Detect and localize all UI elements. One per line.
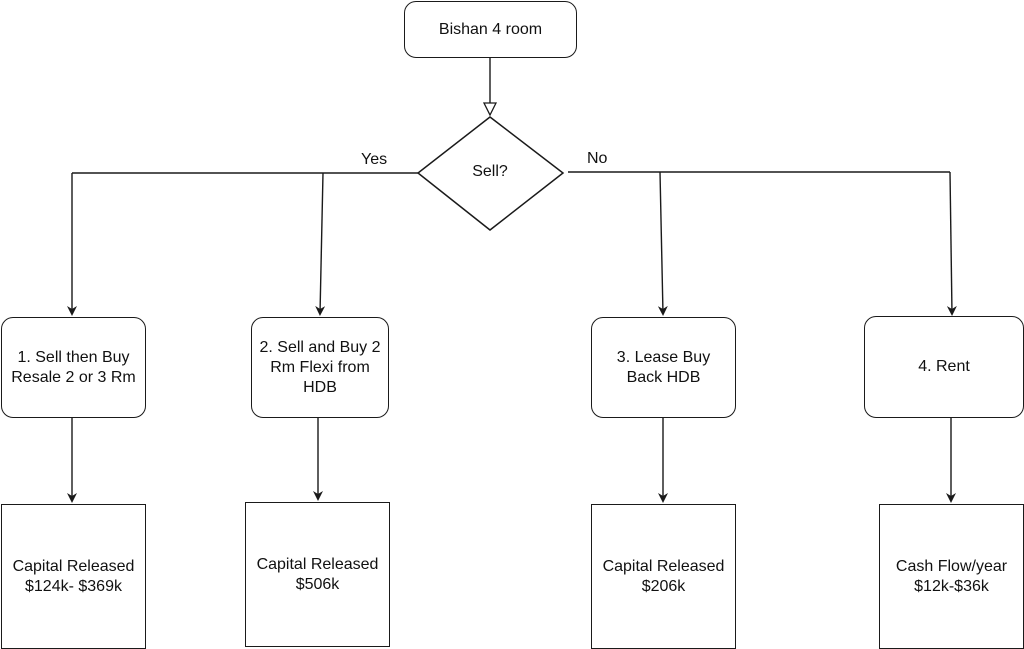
root-node: Bishan 4 room [404,1,577,58]
result-cash-flow: Cash Flow/year $12k-$36k [879,504,1024,649]
edge-no-to-option3 [657,171,668,316]
option-sell-buy-resale-node: 1. Sell then Buy Resale 2 or 3 Rm [1,317,146,418]
edge-label-no: No [587,150,608,167]
edge-yes-to-option2 [315,172,326,316]
edge-label-yes: Yes [361,151,388,168]
result-capital-released-2: Capital Released $506k [245,502,390,647]
edge-no-to-option4 [946,171,957,316]
decision-diamond [416,116,565,231]
result-capital-released-1: Capital Released $124k- $369k [1,504,146,649]
option-rent-node: 4. Rent [864,316,1024,418]
option-lease-buyback-node: 3. Lease Buy Back HDB [591,317,736,418]
decision-label: Sell? [472,163,508,180]
option-sell-buy-flexi-node: 2. Sell and Buy 2 Rm Flexi from HDB [251,317,389,418]
result-capital-released-3: Capital Released $206k [591,504,736,649]
